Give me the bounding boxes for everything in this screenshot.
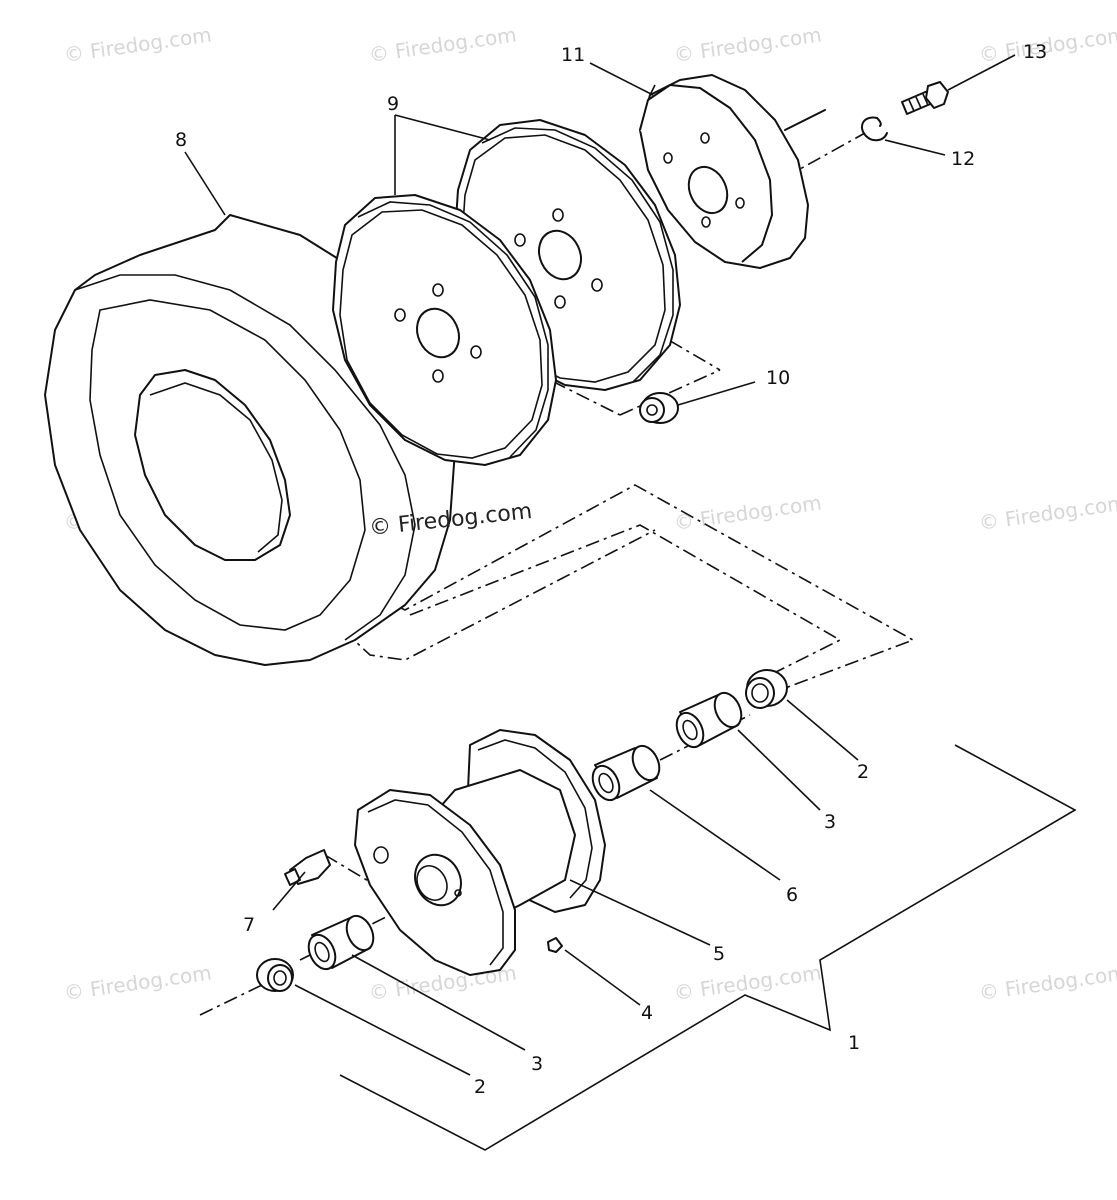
watermark: © Firedog.com xyxy=(672,490,823,534)
bearing-part-6 xyxy=(591,744,661,802)
callout-1: 1 xyxy=(848,1032,860,1054)
callout-5: 5 xyxy=(713,943,725,965)
collar-part-2-right xyxy=(745,669,788,709)
callout-10: 10 xyxy=(766,367,790,389)
callout-3: 3 xyxy=(531,1053,543,1075)
callout-9: 9 xyxy=(387,93,399,115)
hub-assembly-part-1 xyxy=(354,729,606,976)
watermark: © Firedog.com xyxy=(977,960,1117,1004)
callout-2: 2 xyxy=(474,1076,486,1098)
callout-12: 12 xyxy=(951,148,975,170)
hub-cap-part-11 xyxy=(639,74,826,269)
grease-fitting-part-7 xyxy=(284,849,331,886)
callout-6: 6 xyxy=(786,884,798,906)
watermark: © Firedog.com xyxy=(62,960,213,1004)
watermark: © Firedog.com xyxy=(62,22,213,66)
assembly-bracket xyxy=(339,744,1077,1151)
callout-labels: 1 2 2 3 3 4 5 6 7 8 9 10 11 12 13 xyxy=(175,41,1047,1098)
callout-8: 8 xyxy=(175,129,187,151)
watermark: © Firedog.com xyxy=(977,490,1117,534)
callout-11: 11 xyxy=(561,44,585,66)
callout-3: 3 xyxy=(824,811,836,833)
callout-2: 2 xyxy=(857,761,869,783)
bearing-part-3-right xyxy=(675,691,743,749)
leader-lines xyxy=(184,54,1016,1076)
watermark: © Firedog.com xyxy=(367,22,518,66)
bearing-part-3-left xyxy=(307,914,375,971)
watermark: © Firedog.com xyxy=(672,22,823,66)
callout-4: 4 xyxy=(641,1002,653,1024)
bolt-part-13 xyxy=(901,81,949,115)
watermark: © Firedog.com xyxy=(672,960,823,1004)
grease-fitting-part-4 xyxy=(547,937,563,953)
callout-7: 7 xyxy=(243,914,255,936)
callout-13: 13 xyxy=(1023,41,1047,63)
spacer-part-10 xyxy=(639,392,679,424)
collar-part-2-left xyxy=(256,958,294,992)
wheel-disc-part-9-front xyxy=(332,194,557,466)
circlip-part-12 xyxy=(861,116,888,142)
